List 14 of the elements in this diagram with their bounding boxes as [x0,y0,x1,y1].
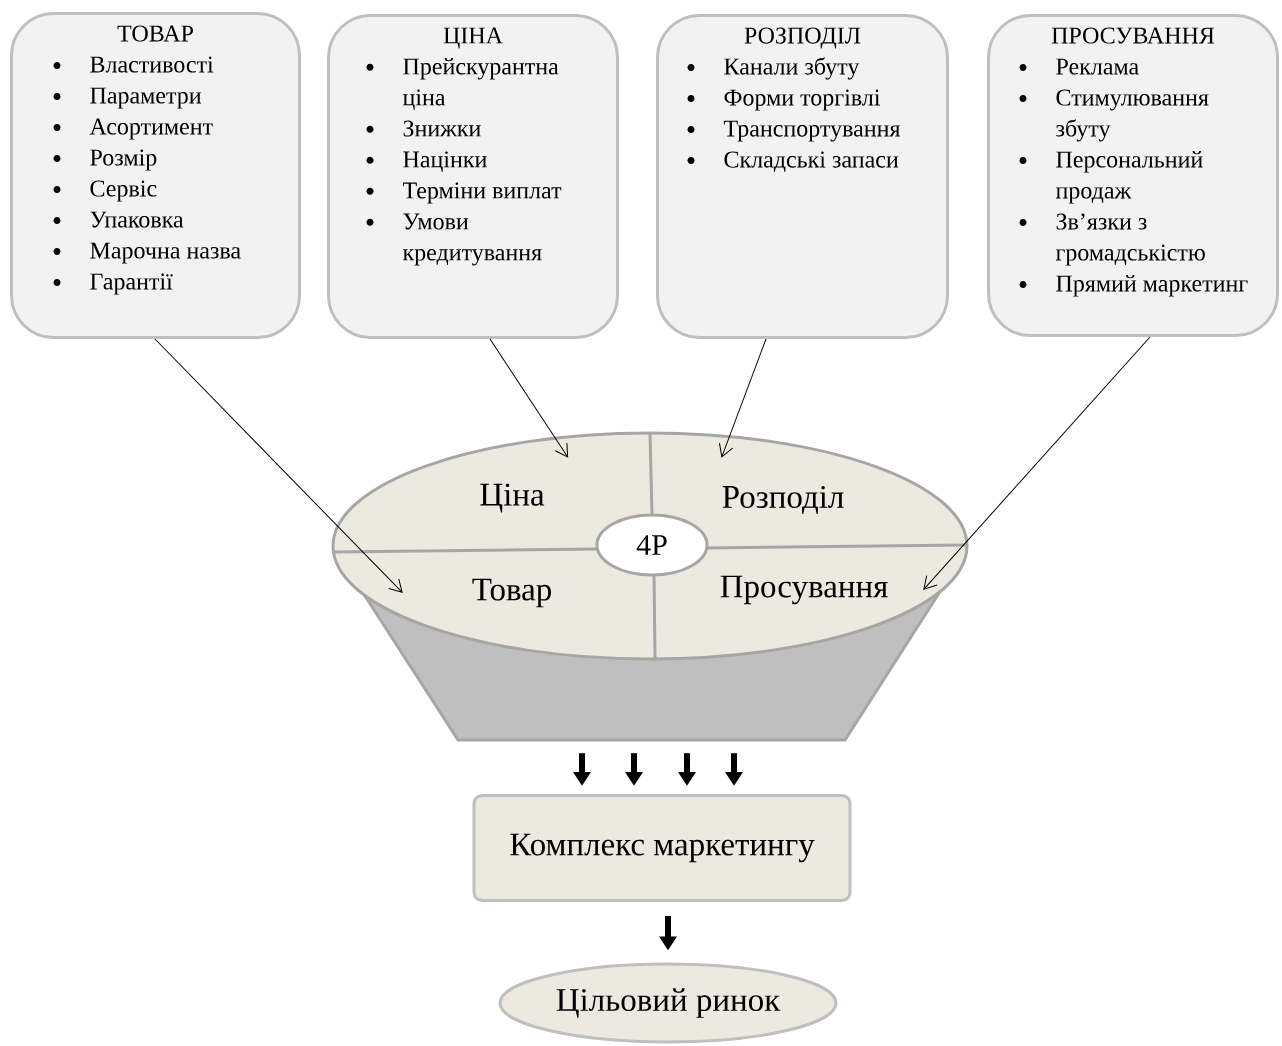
quadrant-label: Розподіл [722,485,844,515]
quadrant-label: Просування [720,575,888,605]
quadrant-label: Ціна [480,483,545,513]
arrow [154,338,403,593]
info-box: ЦІНА Прейскурантна ціна Знижки Націнки Терміни виплат Умови кредитування [327,14,619,339]
result-box: Комплекс маркетингу [472,794,852,902]
quadrant-label: Товар [472,578,551,608]
info-box: ТОВАР Властивості Параметри Асортимент Розмір Сервіс Упаковка Марочна назва Гарантії [10,12,301,339]
info-box: ПРОСУВАННЯ Реклама Стимулювання збуту Персональний продаж Зв’язки з громадськістю Прямий маркетинг [987,14,1279,337]
info-box: РОЗПОДІЛ Канали збуту Форми торгівлі Транспортування Складські запаси [656,14,949,339]
funnel-drawing [331,431,969,742]
arrow [489,338,569,458]
arrow [923,336,1151,590]
arrow [718,338,767,458]
